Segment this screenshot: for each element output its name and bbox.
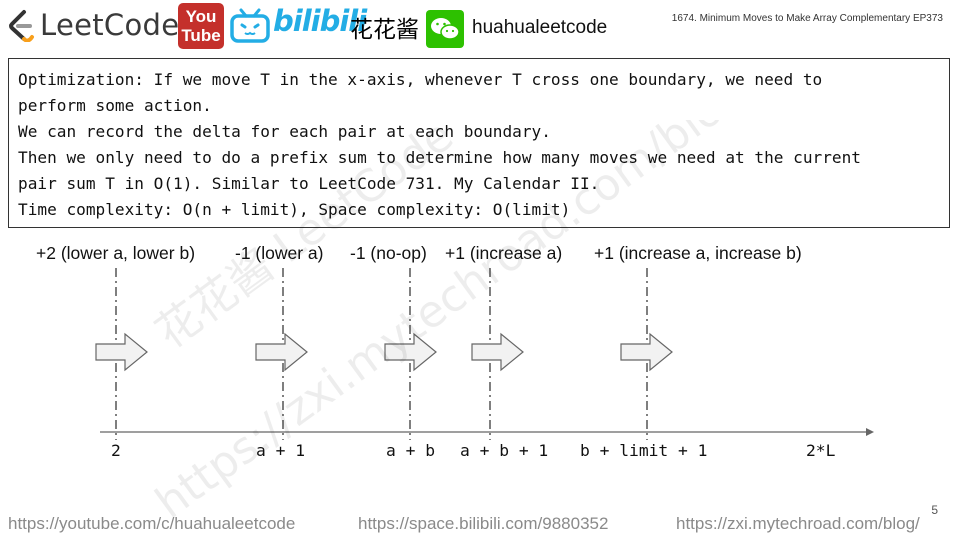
wechat-handle: huahualeetcode xyxy=(472,17,608,38)
bilibili-tv-icon[interactable] xyxy=(230,8,270,44)
explanation-line: pair sum T in O(1). Similar to LeetCode … xyxy=(18,174,600,193)
boundary-label-increase-both: +1 (increase a, increase b) xyxy=(594,243,802,263)
boundary-label-increase-a: +1 (increase a) xyxy=(445,243,563,263)
right-arrow-icon xyxy=(384,332,437,372)
boundary-label-no-op: -1 (no-op) xyxy=(350,243,427,263)
right-arrow-icon xyxy=(95,332,148,372)
page-number: 5 xyxy=(931,503,938,517)
leetcode-icon xyxy=(9,10,34,42)
explanation-line: Optimization: If we move T in the x-axis… xyxy=(18,70,823,89)
youtube-logo-line2: Tube xyxy=(181,26,221,45)
footer-bilibili-link[interactable]: https://space.bilibili.com/9880352 xyxy=(358,514,609,533)
leetcode-logo[interactable]: LeetCode xyxy=(6,8,179,42)
youtube-logo[interactable]: You Tube xyxy=(178,3,224,49)
explanation-line: perform some action. xyxy=(18,96,212,115)
explanation-textbox: Optimization: If we move T in the x-axis… xyxy=(8,58,950,228)
tick-label-a-plus-1: a + 1 xyxy=(256,441,306,460)
bilibili-logo-text: bilibili xyxy=(273,4,367,38)
explanation-line: We can record the delta for each pair at… xyxy=(18,122,551,141)
tick-label-a-plus-b: a + b xyxy=(386,441,436,460)
tick-label-2L: 2*L xyxy=(806,441,836,460)
boundary-label-lower-a: -1 (lower a) xyxy=(235,243,324,263)
header-bar: LeetCode You Tube bilibili 花花酱 huahualee… xyxy=(0,0,960,56)
footer-blog-link[interactable]: https://zxi.mytechroad.com/blog/ xyxy=(676,514,920,533)
boundary-label-lower-both: +2 (lower a, lower b) xyxy=(36,243,196,263)
tick-label-b-plus-limit-plus-1: b + limit + 1 xyxy=(580,441,708,460)
bilibili-channel-name: 花花酱 xyxy=(350,17,419,43)
right-arrow-icon xyxy=(471,332,524,372)
explanation-line: Time complexity: O(n + limit), Space com… xyxy=(18,200,571,219)
tick-label-a-plus-b-plus-1: a + b + 1 xyxy=(460,441,549,460)
footer-youtube-link[interactable]: https://youtube.com/c/huahualeetcode xyxy=(8,514,296,533)
youtube-logo-line1: You xyxy=(185,7,217,26)
explanation-line: Then we only need to do a prefix sum to … xyxy=(18,148,861,167)
tick-label-2: 2 xyxy=(111,441,121,460)
x-axis-arrowhead-icon xyxy=(866,428,874,436)
wechat-icon[interactable] xyxy=(426,10,464,48)
leetcode-logo-text: LeetCode xyxy=(40,8,180,42)
right-arrow-icon xyxy=(620,332,673,372)
right-arrow-icon xyxy=(255,332,308,372)
slide-title: 1674. Minimum Moves to Make Array Comple… xyxy=(671,13,943,24)
wechat-bubbles-icon xyxy=(431,18,460,40)
